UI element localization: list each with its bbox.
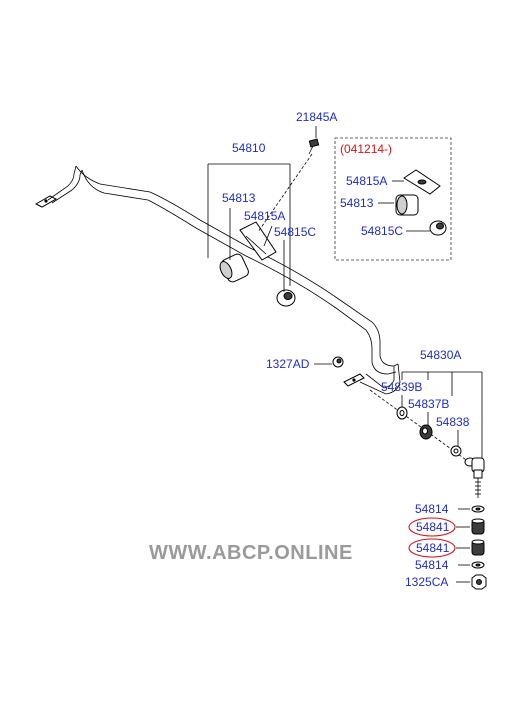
label-54838: 54838 [436, 415, 470, 429]
label-54810: 54810 [232, 141, 266, 155]
label-21845A: 21845A [296, 110, 337, 124]
label-54839B: 54839B [381, 380, 422, 394]
collar-bushing-54815C [276, 289, 296, 307]
label-54815A: 54815A [244, 209, 285, 223]
bolt-21845A [308, 138, 320, 155]
inset-date-code: (041214-) [340, 142, 392, 156]
label-54813: 54813 [222, 191, 256, 205]
inset-label-54815C: 54815C [361, 224, 403, 238]
washer-54814-bottom [471, 561, 485, 569]
bushing-54841-b [471, 539, 485, 556]
label-54841-a: 54841 [416, 520, 450, 534]
inset-label-54813: 54813 [340, 196, 374, 210]
nut-1327AD [332, 356, 344, 368]
highlight-ring-54841-b [408, 538, 456, 558]
stabilizer-bushing [219, 253, 249, 283]
washer-54839B [396, 406, 408, 420]
label-1325CA: 1325CA [405, 575, 448, 589]
label-54815C: 54815C [274, 225, 316, 239]
label-54814-bottom: 54814 [415, 558, 449, 572]
washer-54814-top [471, 505, 485, 513]
watermark: WWW.ABCP.ONLINE [149, 542, 353, 564]
stabilizer-clamp [239, 221, 277, 261]
inset-box: (041214-) 54815A 54813 54815C [334, 137, 452, 261]
label-54841-b: 54841 [416, 541, 450, 555]
stabilizer-link-54830A [464, 457, 485, 498]
nut-1325CA [471, 574, 487, 590]
washer-54838 [450, 445, 462, 457]
label-54814-top: 54814 [415, 502, 449, 516]
bushing-54841-a [471, 518, 485, 535]
label-1327AD: 1327AD [266, 357, 310, 371]
label-54837B: 54837B [408, 397, 449, 411]
bushing-54837B [419, 424, 433, 440]
inset-label-54815A: 54815A [346, 174, 387, 188]
highlight-ring-54841-a [408, 517, 456, 537]
stabilizer-bar [34, 165, 401, 395]
label-54830A: 54830A [420, 348, 461, 362]
